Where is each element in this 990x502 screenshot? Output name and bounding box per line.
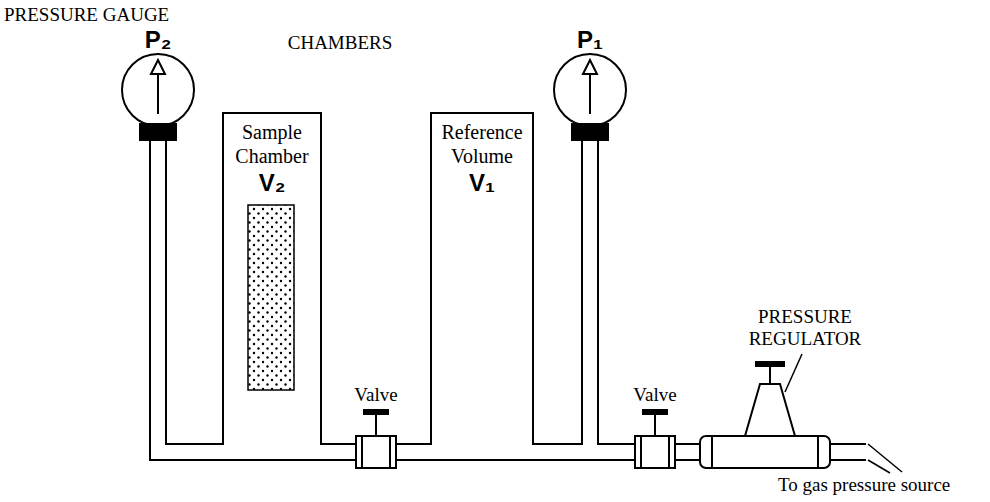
- gauge-symbol: P₁: [577, 26, 603, 54]
- pipe-wall: [149, 140, 151, 461]
- valve-flange: [389, 436, 391, 468]
- valve-handle: [364, 410, 388, 414]
- gauge-fitting: [572, 124, 608, 140]
- pressure-gauge-dial: [122, 54, 194, 126]
- gauge-needle-head: [583, 60, 597, 74]
- valve-label: Valve: [633, 384, 676, 406]
- pipe-wall: [165, 140, 167, 444]
- gauge-fitting: [140, 124, 176, 140]
- valve-body: [356, 436, 396, 468]
- part-label: PRESSURE REGULATOR: [720, 306, 890, 350]
- volume-symbol: V₂: [224, 168, 320, 196]
- valve-label: Valve: [354, 384, 397, 406]
- pipe-wall: [597, 140, 599, 444]
- valve-body: [635, 436, 675, 468]
- pipe-wall: [533, 443, 583, 445]
- valve-flange: [668, 436, 670, 468]
- leader-line: [785, 354, 802, 392]
- valve-stem: [375, 414, 377, 436]
- chamber-name: Sample Chamber: [224, 114, 320, 168]
- pressure-gauge-dial: [554, 54, 626, 126]
- leader-line: [868, 444, 902, 472]
- valve-handle: [643, 410, 667, 414]
- regulator-body: [700, 436, 830, 468]
- sample-chamber: Sample ChamberV₂: [222, 112, 322, 445]
- gauge-needle-head: [151, 60, 165, 74]
- group-label: CHAMBERS: [288, 32, 393, 54]
- valve-flange: [361, 436, 363, 468]
- regulator-handle: [756, 362, 784, 366]
- source-label: To gas pressure source: [778, 474, 950, 496]
- reference-volume: Reference VolumeV₁: [430, 112, 534, 445]
- regulator-bonnet: [745, 384, 795, 436]
- part-label: PRESSURE GAUGE: [4, 4, 169, 26]
- leader-line: [868, 460, 890, 473]
- gauge-symbol: P₂: [145, 26, 172, 54]
- chamber-name: Reference Volume: [432, 114, 532, 168]
- valve-stem: [654, 414, 656, 436]
- valve-flange: [640, 436, 642, 468]
- regulator-end: [711, 436, 713, 468]
- gauge-needle: [589, 72, 591, 114]
- gauge-needle: [157, 72, 159, 114]
- sample-specimen: [248, 205, 294, 390]
- regulator-stem: [769, 366, 771, 384]
- regulator-end: [817, 436, 819, 468]
- pipe-wall: [165, 443, 223, 445]
- pipe-wall: [581, 140, 583, 444]
- volume-symbol: V₁: [432, 168, 532, 196]
